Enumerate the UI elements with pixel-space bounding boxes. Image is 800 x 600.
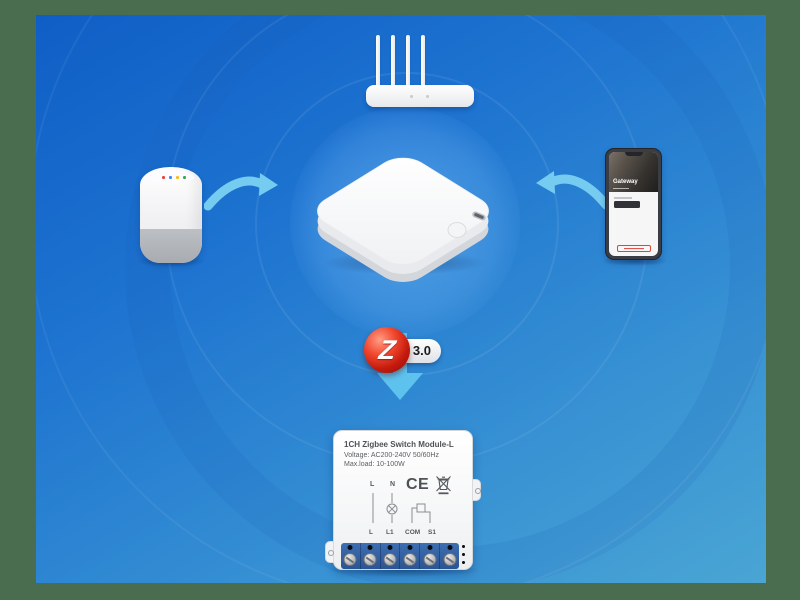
speaker-body [140, 167, 202, 263]
speaker-fabric-base [140, 229, 202, 263]
router-body [366, 85, 474, 107]
terminal-label-S1: S1 [428, 529, 436, 536]
wire-hole [447, 545, 453, 550]
pcb-dot [462, 561, 465, 564]
wire-hole [347, 545, 353, 550]
speaker-led-red [162, 176, 165, 179]
zigbee-logo-icon: Z [364, 327, 410, 373]
speaker-led-blue [169, 176, 172, 179]
screw-slot [445, 556, 454, 563]
terminal-label-COM: COM [405, 529, 421, 536]
wire-hole [367, 545, 373, 550]
weee-crossed-bin-icon [436, 476, 451, 495]
screw-slot [405, 556, 415, 563]
terminal-label-L-top: L [370, 481, 375, 488]
speaker-top-face [148, 171, 194, 184]
module-load-line: Max.load: 10-100W [344, 461, 405, 468]
pcb-dots [462, 545, 465, 569]
terminal-label-N-top: N [390, 481, 396, 488]
terminal-screw [403, 553, 417, 566]
ce-mark: CE [406, 476, 430, 493]
phone-remove-button-text-bar [623, 247, 644, 250]
terminal-screw [383, 553, 397, 566]
phone-screen-title: Gateway [613, 179, 638, 185]
terminal-label-L-bottom: L [369, 529, 373, 536]
phone-header-photo: Gateway [609, 152, 658, 192]
terminal-screw [443, 553, 457, 566]
wire-hole [407, 545, 413, 550]
arrow-speaker-to-gateway-icon [204, 173, 278, 211]
scene-canvas: 3.0 Z Gateway 1CH Zigbee Switch Module-L… [36, 15, 766, 583]
screw-slot [425, 556, 434, 563]
module-voltage-line: Voltage: AC200-240V 50/60Hz [344, 452, 439, 459]
phone-device-chip [614, 201, 640, 208]
speaker-led-green [183, 176, 186, 179]
zigbee-gateway-icon [317, 157, 489, 282]
gateway-button [447, 222, 467, 238]
terminal-block [341, 543, 459, 569]
module-ear-hole [475, 488, 481, 494]
terminal-cell [440, 543, 459, 569]
terminal-screw [343, 553, 357, 566]
module-ear-hole [327, 550, 334, 556]
terminal-label-L1: L1 [386, 529, 394, 536]
wifi-router-icon [358, 35, 488, 115]
screw-slot [346, 556, 355, 563]
wiring-diagram-icon [372, 493, 431, 523]
module-mounting-ear [472, 479, 481, 501]
router-led [410, 95, 413, 98]
zigbee-switch-module-icon: 1CH Zigbee Switch Module-L Voltage: AC20… [325, 430, 481, 570]
terminal-screw [363, 553, 377, 566]
screw-slot [366, 556, 375, 563]
speaker-led-yellow [176, 176, 179, 179]
terminal-cell [381, 543, 401, 569]
terminal-cell [361, 543, 381, 569]
module-mounting-ear [325, 541, 334, 563]
gateway-usb-port [472, 211, 486, 221]
router-antenna [376, 35, 380, 89]
smartphone-app-icon: Gateway [605, 148, 662, 260]
terminal-screw [423, 553, 437, 566]
phone-subtitle-bar [613, 187, 629, 189]
wire-hole [387, 545, 393, 550]
zigbee-letter: Z [377, 335, 397, 365]
phone-notch [624, 152, 643, 156]
phone-screen: Gateway [609, 152, 658, 256]
router-led [426, 95, 429, 98]
phone-shadow [602, 256, 668, 266]
arrow-phone-to-gateway-icon [536, 171, 610, 210]
terminal-cell [420, 543, 441, 569]
terminal-cell [400, 543, 421, 569]
phone-list-text-bar [614, 197, 632, 199]
phone-remove-button [616, 245, 651, 252]
router-antenna [391, 35, 395, 89]
terminal-cell [341, 543, 361, 569]
zigbee-version-label: 3.0 [412, 343, 431, 358]
screw-slot [385, 556, 395, 563]
gateway-top-face [317, 157, 489, 265]
router-antenna [406, 35, 410, 89]
wire-hole [427, 545, 433, 550]
router-antenna [421, 35, 425, 89]
smart-speaker-icon [140, 167, 202, 263]
module-title: 1CH Zigbee Switch Module-L [344, 440, 454, 449]
pcb-dot [462, 545, 465, 548]
pcb-dot [462, 553, 465, 556]
